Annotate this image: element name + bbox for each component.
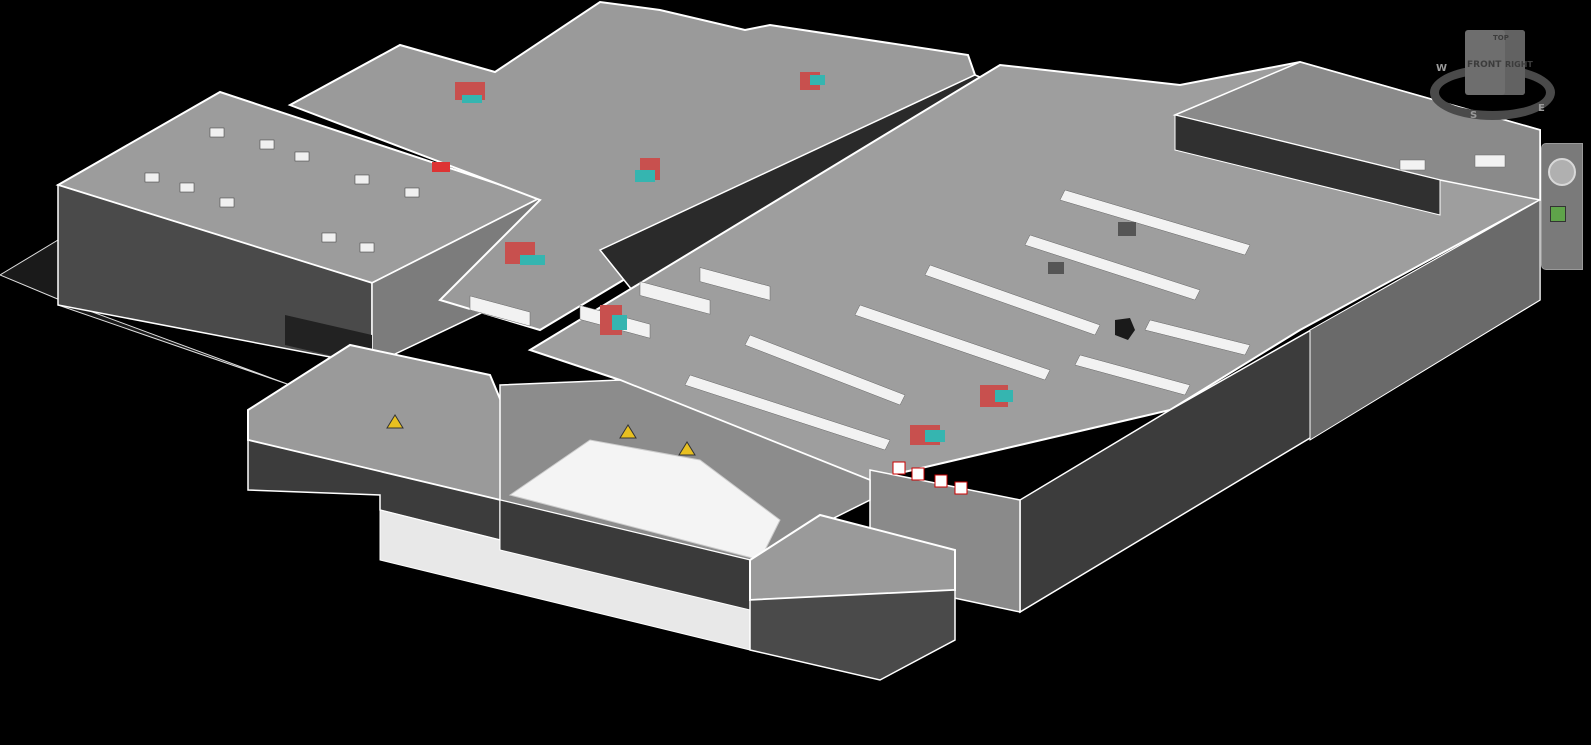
steering-wheel-icon[interactable]	[1548, 158, 1576, 186]
compass-south[interactable]: S	[1470, 110, 1478, 121]
compass-west[interactable]: W	[1436, 63, 1448, 74]
viewcube-top-face[interactable]: TOP	[1493, 34, 1509, 42]
warning-icon	[386, 414, 404, 429]
skylights	[469, 154, 1506, 451]
viewcube[interactable]: TOP FRONT RIGHT W S E	[1430, 25, 1565, 125]
roof-vents	[144, 127, 420, 253]
viewcube-box[interactable]: TOP FRONT RIGHT	[1465, 30, 1533, 95]
viewcube-right-face[interactable]: RIGHT	[1505, 60, 1533, 69]
pan-icon[interactable]	[1550, 206, 1566, 222]
ground-shadow	[0, 239, 291, 386]
hvac-ducts	[432, 72, 1013, 495]
compass-east[interactable]: E	[1538, 103, 1545, 114]
front-lower-block	[247, 343, 956, 681]
warning-icon	[619, 424, 637, 439]
viewcube-front-face[interactable]: FRONT	[1467, 60, 1502, 70]
warning-icon	[678, 441, 696, 456]
warning-icons[interactable]	[386, 414, 696, 456]
navigation-bar[interactable]	[1541, 143, 1583, 270]
equipment-units	[1048, 222, 1136, 340]
left-office-block	[55, 90, 543, 367]
